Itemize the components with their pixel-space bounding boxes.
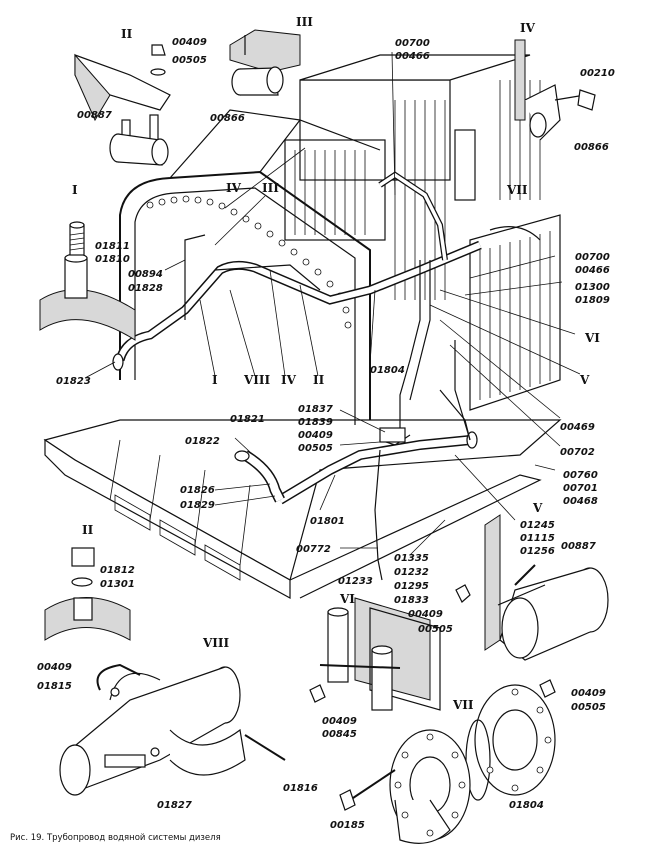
view-marker-iv-top: IV (520, 21, 536, 35)
part-label: 00760 (563, 470, 598, 481)
part-label: 00505 (172, 55, 207, 66)
part-label: 01301 (100, 579, 135, 590)
detail-view-ii-bottom (44, 547, 131, 641)
part-label: 01233 (338, 576, 373, 587)
part-label: 01245 (520, 520, 555, 531)
part-label: 00700 (395, 38, 430, 49)
part-label: 01810 (95, 254, 130, 265)
part-label: 01232 (394, 567, 429, 578)
view-marker-viii-detail: VIII (202, 636, 230, 650)
part-label: 00887 (561, 541, 596, 552)
detail-view-vii (339, 679, 556, 844)
part-label: 00845 (322, 729, 357, 740)
part-label: 00866 (574, 142, 609, 153)
detail-view-iii-top (229, 29, 301, 96)
part-label: 01823 (56, 376, 91, 387)
part-label: 00466 (395, 51, 430, 62)
part-label: 00466 (575, 265, 610, 276)
part-label: 01812 (100, 565, 135, 576)
detail-view-ii-top (74, 44, 171, 166)
part-label: 00505 (298, 443, 333, 454)
view-marker-v-arrow: V (579, 373, 590, 387)
detail-view-iv-top (514, 39, 596, 141)
part-label: 01826 (180, 485, 215, 496)
part-label: 00409 (322, 716, 357, 727)
part-label: 01809 (575, 295, 610, 306)
part-label: 00409 (408, 609, 443, 620)
part-label: 01801 (310, 516, 345, 527)
leader-lines (84, 51, 581, 556)
part-label: 00505 (418, 624, 453, 635)
view-marker-vii-arrow: VII (506, 183, 528, 197)
detail-view-viii (59, 663, 286, 796)
part-label: 01815 (37, 681, 72, 692)
part-label: 00701 (563, 483, 598, 494)
part-label: 01816 (283, 783, 318, 794)
view-marker-viii-arrow: VIII (243, 373, 271, 387)
view-marker-iv-arrow: IV (226, 181, 242, 195)
part-label: 00866 (210, 113, 245, 124)
main-pipelines (112, 171, 482, 581)
part-label: 01115 (520, 533, 555, 544)
view-marker-vi-arrow: VI (584, 331, 600, 345)
detail-view-v (455, 514, 609, 661)
part-label: 01828 (128, 283, 163, 294)
view-marker-vi-detail: VI (339, 592, 355, 606)
part-label: 00469 (560, 422, 595, 433)
part-label: 01833 (394, 595, 429, 606)
part-label: 00505 (571, 702, 606, 713)
part-label: 01256 (520, 546, 555, 557)
detail-view-i (39, 221, 136, 341)
part-label: 00894 (128, 269, 163, 280)
view-marker-ix-arrow: IV (281, 373, 297, 387)
view-marker-ii-top: II (121, 27, 133, 41)
part-label: 00409 (172, 37, 207, 48)
part-label: 00468 (563, 496, 598, 507)
part-label: 00702 (560, 447, 595, 458)
view-marker-ii-detail: II (82, 523, 94, 537)
part-label: 01837 (298, 404, 333, 415)
part-label: 00409 (37, 662, 72, 673)
part-label: 01804 (509, 800, 544, 811)
radiator-block (284, 54, 561, 411)
view-marker-vii-detail: VII (452, 698, 474, 712)
part-labels: 00409 00505 00887 00866 00700 00466 0021… (37, 37, 615, 831)
part-label: 00700 (575, 252, 610, 263)
part-label: 01335 (394, 553, 429, 564)
part-label: 00409 (571, 688, 606, 699)
base-platform (43, 419, 562, 600)
part-label: 00210 (580, 68, 615, 79)
figure-caption: Рис. 19. Трубопровод водяной системы диз… (10, 833, 221, 843)
part-label: 01804 (370, 365, 405, 376)
view-marker-iii-top: III (296, 15, 313, 29)
part-label: 01821 (230, 414, 265, 425)
detail-view-vi (309, 597, 441, 711)
part-label: 00185 (330, 820, 365, 831)
view-marker-iii-arrow: III (262, 181, 279, 195)
part-label: 00409 (298, 430, 333, 441)
part-label: 01300 (575, 282, 610, 293)
view-marker-v-detail: V (532, 501, 543, 515)
view-marker-ii-arrow: II (313, 373, 325, 387)
part-label: 01839 (298, 417, 333, 428)
view-marker-i-detail: I (72, 183, 78, 197)
part-label: 00772 (296, 544, 331, 555)
part-label: 01295 (394, 581, 429, 592)
frame-arch (119, 109, 381, 425)
part-label: 00887 (77, 110, 112, 121)
part-label: 01829 (180, 500, 215, 511)
part-label: 01811 (95, 241, 130, 252)
view-marker-i-arrow: I (212, 373, 218, 387)
part-label: 01827 (157, 800, 192, 811)
part-label: 01822 (185, 436, 220, 447)
